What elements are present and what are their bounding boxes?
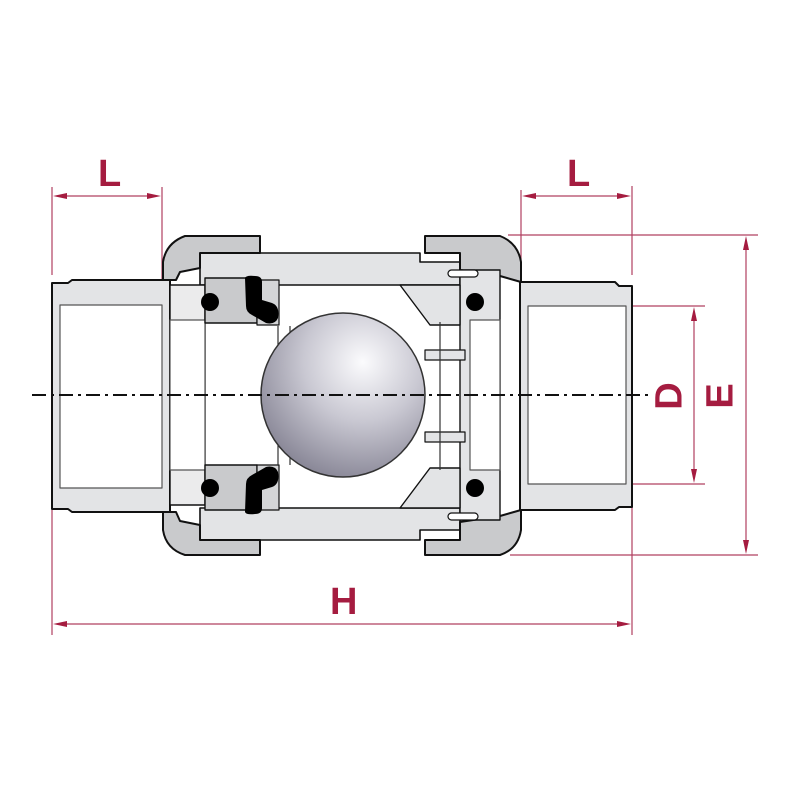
o-ring-icon [466,479,484,497]
seals [201,275,484,515]
valve-body [51,235,633,556]
dimension-label-h: H [330,581,358,623]
dimension-label-e: E [699,383,742,409]
o-ring-icon [201,293,219,311]
dimension-lines [51,186,758,635]
dimension-label-d: D [648,382,691,410]
dimension-label-l-left: L [98,153,122,195]
lip-seal-icon [245,275,279,324]
dimension-label-l-right: L [567,153,591,195]
dimension-arrowheads [53,193,749,627]
lip-seal-icon [245,466,279,515]
o-ring-icon [201,479,219,497]
o-ring-icon [466,293,484,311]
